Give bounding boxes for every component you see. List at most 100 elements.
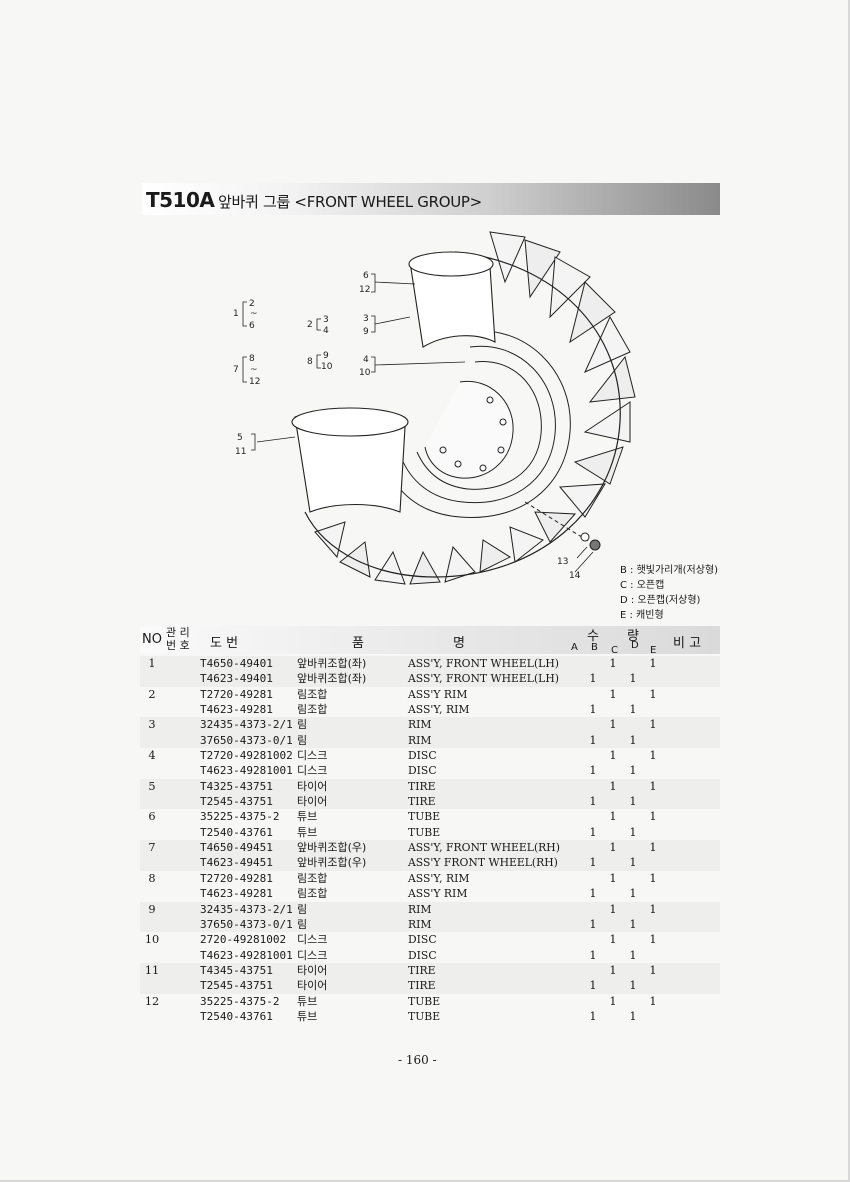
part-name-korean: 타이어 [297, 779, 328, 793]
part-name-english: DISC [408, 933, 437, 947]
qty-d: 1 [629, 764, 637, 778]
qty-d: 1 [629, 825, 637, 839]
part-name-english: RIM [408, 733, 432, 747]
qty-e: 1 [649, 963, 657, 977]
bracket-callouts [251, 273, 376, 451]
part-name-korean: 림 [297, 733, 308, 747]
part-number: T4623-49281001 [200, 764, 293, 778]
page-number: - 160 - [398, 1053, 437, 1067]
part-number: T4325-43751 [200, 779, 273, 793]
callout-14: 14 [569, 571, 581, 581]
qty-e: 1 [649, 718, 657, 732]
callout-6: 6 [363, 271, 369, 281]
part-name-english: TUBE [408, 810, 441, 824]
part-number: 32435-4373-2/1 [200, 902, 293, 916]
row-no: 10 [144, 933, 160, 947]
section-header: T510A 앞바퀴 그룹 <FRONT WHEEL GROUP> [142, 183, 720, 215]
range-7-from: 8 [249, 354, 255, 364]
tube-lower [291, 407, 409, 513]
part-number: T4650-49451 [200, 841, 273, 855]
qty-c: 1 [609, 718, 617, 732]
row-no: 4 [148, 749, 156, 763]
part-name-english: RIM [408, 917, 432, 931]
part-name-english: ASS'Y RIM [408, 887, 468, 901]
callout-13: 13 [557, 557, 568, 567]
qty-e: 1 [649, 749, 657, 763]
part-name-english: ASS'Y, RIM [408, 703, 470, 717]
part-name-english: ASS'Y, FRONT WHEEL(LH) [408, 672, 559, 686]
range-8-no: 8 [307, 357, 313, 367]
qty-e: 1 [649, 933, 657, 947]
part-name-english: TUBE [408, 1009, 441, 1023]
row-no: 5 [148, 779, 156, 793]
qty-d: 1 [629, 703, 637, 717]
range-1-to: 6 [249, 321, 255, 331]
part-number: 2720-49281002 [200, 933, 287, 947]
part-name-korean: 앞바퀴조합(우) [297, 841, 367, 855]
qty-b: 1 [589, 703, 597, 717]
qty-d: 1 [629, 795, 637, 809]
qty-d: 1 [629, 979, 637, 993]
qty-c: 1 [609, 902, 617, 916]
callout-3: 3 [363, 314, 369, 324]
part-number: T2545-43751 [200, 795, 273, 809]
qty-b: 1 [589, 672, 597, 686]
part-name-korean: 디스크 [297, 933, 328, 947]
part-number: T4623-49451 [200, 856, 273, 870]
part-name-korean: 앞바퀴조합(좌) [297, 672, 367, 686]
part-name-korean: 타이어 [297, 979, 328, 993]
qty-e: 1 [649, 902, 657, 916]
header-mgmt-bottom: 번 호 [166, 639, 190, 652]
qty-e: 1 [649, 657, 657, 670]
part-name-korean: 타이어 [297, 963, 328, 977]
nut-14 [589, 539, 601, 551]
qty-col-a: A [571, 642, 578, 653]
part-number: 37650-4373-0/1 [200, 917, 293, 931]
qty-c: 1 [609, 933, 617, 947]
part-name-english: ASS'Y, FRONT WHEEL(RH) [408, 841, 560, 855]
table-row: T4623-49281 림조합 ASS'Y, RIM 1 1 [140, 702, 720, 717]
wheel-diagram: 6 12 3 9 4 10 5 11 1 2 ~ 6 2 3 4 7 8 ~ 1… [233, 231, 636, 585]
wheel-disc [424, 380, 514, 479]
header-name-b: 명 [453, 636, 465, 651]
part-name-english: ASS'Y, FRONT WHEEL(LH) [408, 657, 559, 670]
part-number: T4623-49281 [200, 887, 273, 901]
qty-e: 1 [649, 841, 657, 855]
qty-c: 1 [609, 963, 617, 977]
part-name-english: TIRE [408, 963, 436, 977]
legend-b: B : 햇빛가리개(저상형) [620, 565, 718, 576]
part-name-korean: 림조합 [297, 887, 328, 901]
part-number: T4623-49281 [200, 703, 273, 717]
qty-c: 1 [609, 779, 617, 793]
range-1-tilde: ~ [250, 309, 258, 319]
part-number: 35225-4375-2 [200, 994, 280, 1008]
part-number: 35225-4375-2 [200, 810, 280, 824]
qty-col-b: B [591, 642, 598, 653]
part-name-korean: 튜브 [297, 994, 318, 1008]
table-row: 10 2720-49281002 디스크 DISC 1 1 [140, 932, 720, 947]
part-name-korean: 림조합 [297, 687, 328, 701]
qty-d: 1 [629, 672, 637, 686]
qty-c: 1 [609, 841, 617, 855]
row-no: 9 [148, 902, 156, 916]
header-qty-a: 수 [587, 629, 599, 644]
qty-d: 1 [629, 887, 637, 901]
part-name-korean: 림조합 [297, 703, 328, 717]
header-no: NO [142, 632, 162, 647]
callout-5: 5 [237, 433, 243, 443]
group-title: 앞바퀴 그룹 <FRONT WHEEL GROUP> [218, 193, 482, 211]
